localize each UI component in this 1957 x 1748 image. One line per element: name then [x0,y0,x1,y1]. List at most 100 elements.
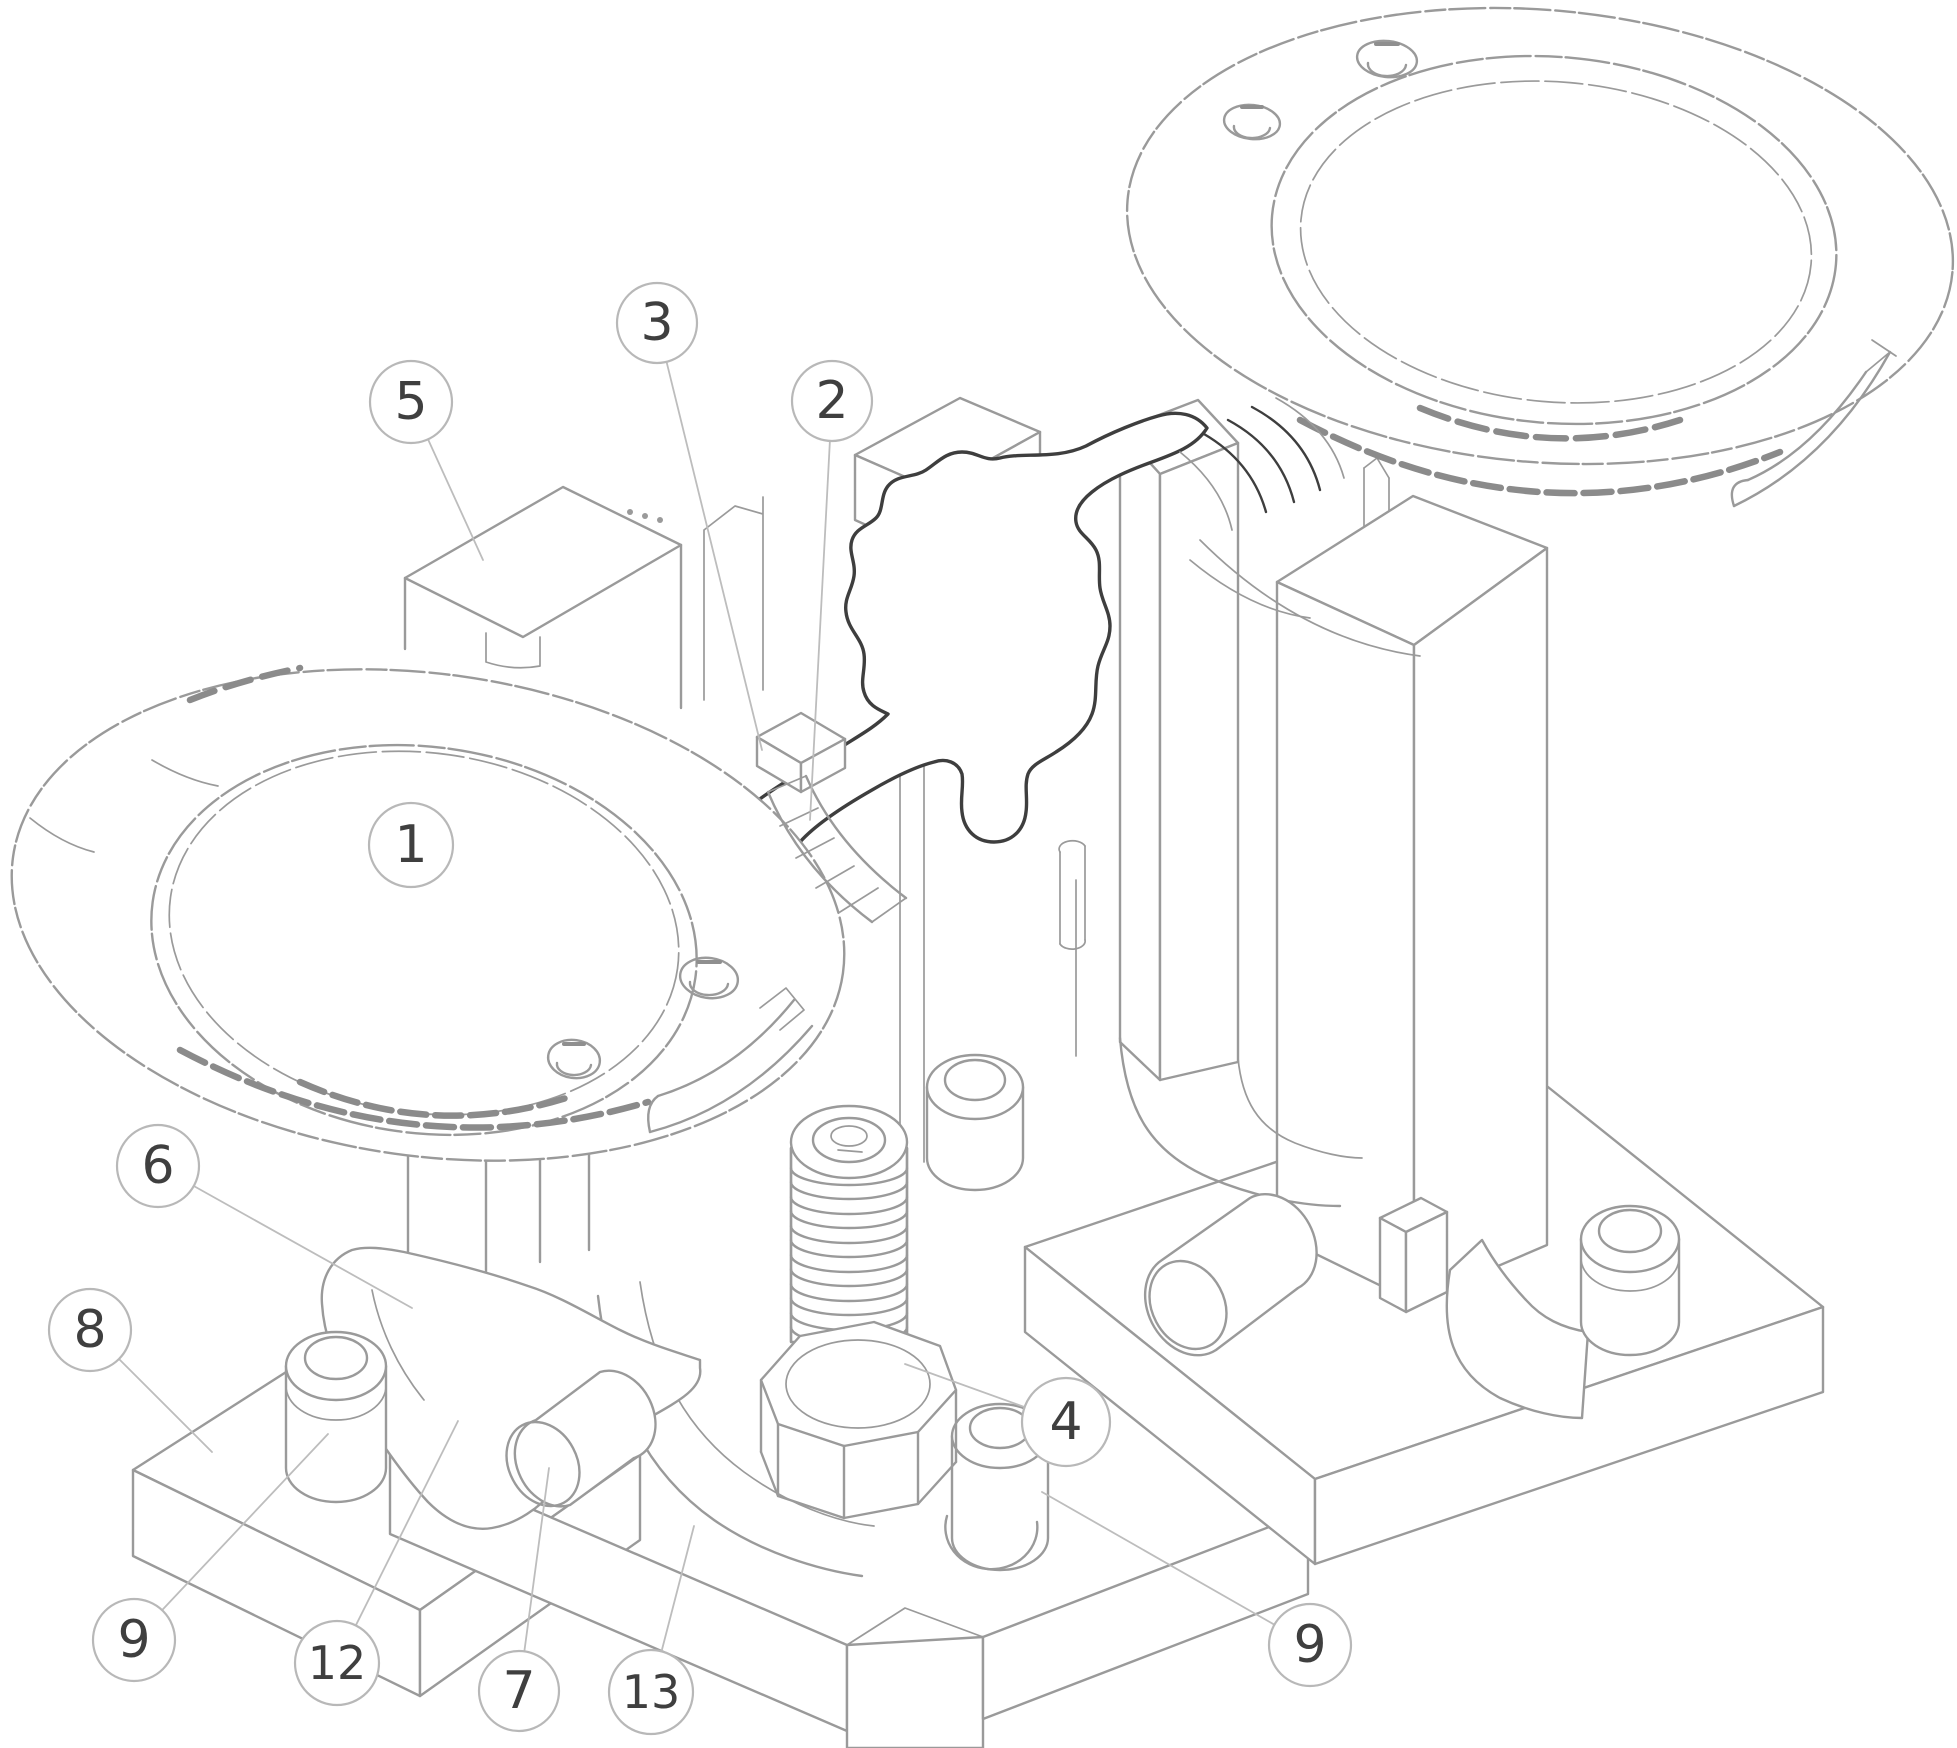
counterbored-hole [1222,103,1282,141]
leader-line-9 [1041,1491,1276,1626]
rim-bottom-accent [176,1046,652,1131]
callout-number-8: 8 [73,1300,106,1360]
leader-line-5 [427,438,484,561]
callout-bubble-8 [47,1287,133,1373]
tooth-lines [767,775,907,923]
left-plate-pin-line [285,1385,387,1421]
plate-front-right-face [1313,1305,1825,1566]
nut-bottom [759,1450,958,1520]
outer-rim [10,668,846,1162]
callout-6: 6 [115,1123,413,1309]
rim-bottom-accent [1296,416,1784,497]
thread-crests-line [789,1180,909,1201]
center-column [1058,398,1240,1082]
hex-nut [759,1320,958,1520]
right-column-foot [1445,1238,1590,1420]
left-support-block-line [627,509,633,515]
tooth-band-inner [804,774,908,900]
callout-1: 1 [367,801,455,889]
plate-tongue-top-edge [846,1607,984,1646]
rim-top-accent [186,664,304,704]
thread-crests-line [789,1282,909,1303]
left-plate-pin-line [284,1330,388,1402]
center-column-foot [1118,1036,1342,1208]
thread-crests-line [789,1195,909,1216]
flex-spring-coils-line [1250,405,1322,492]
callout-number-7: 7 [502,1661,535,1721]
callout-number-1: 1 [394,815,427,875]
side-pin-right-line [1148,1259,1228,1351]
right-plate-pin-line [1597,1208,1663,1254]
side-pin-left-line [513,1369,657,1508]
thread-crests [789,1166,909,1346]
callout-bubble-6 [115,1123,201,1209]
flex-spring-coils-line [1189,559,1311,619]
clamp-feet [596,1036,1590,1578]
callout-bubble-7 [477,1649,561,1733]
rim-notch-slot-line [648,1024,814,1134]
plate-hole-arc [944,1514,1039,1571]
rim-notch-slot [1730,339,1897,508]
rear-stop-pin [925,1053,1025,1192]
counterbored-hole [678,956,740,1000]
thread-crests-line [789,1253,909,1274]
callout-number-2: 2 [815,371,848,431]
nut-chamfer [785,1339,931,1429]
right-plate-pin-line [1580,1257,1680,1292]
front-center-pin-line [950,1434,1050,1572]
side-boss-line [1059,845,1086,945]
thread-crests-line [789,1238,909,1259]
upper-post-edge [703,496,764,701]
leader-line-3 [665,360,763,751]
arm-inner-curve [371,1289,425,1401]
right-plate-bracket [1378,1196,1449,1314]
thread-crests-line [789,1224,909,1245]
thread-crests-line [789,1296,909,1317]
counterbored-hole-line [678,956,740,1000]
rim-notch-slot-line [1746,370,1868,482]
bore-rim [150,743,698,1137]
callout-bubble-4 [1020,1376,1112,1468]
callout-bubble-12 [293,1619,381,1707]
leader-line-7 [523,1467,550,1653]
bore-rim [1270,54,1838,426]
thread-side [789,1146,909,1344]
counterbored-hole-line [555,1061,593,1077]
callout-bubble-3 [615,281,699,365]
callout-number-13: 13 [622,1665,681,1719]
side-pin-right-line [1143,1193,1318,1357]
plate-front-right-face [981,1510,1310,1721]
tooth-band-outer [766,790,874,924]
leader-line-12 [354,1420,459,1627]
leader-line-8 [118,1358,213,1453]
hex-socket [830,1125,868,1147]
left-support-block [403,485,764,710]
side-pin-right [1143,1193,1318,1357]
side-boss-line [1058,839,1086,950]
bore-bottom-accent [1416,404,1684,442]
flex-spring-coils-line [1199,539,1421,657]
edge-notch [29,817,95,853]
counterbored-hole-line [1232,124,1272,140]
column-side-face [1158,441,1240,1082]
callout-9-11: 9 [1041,1491,1353,1688]
callout-13: 13 [607,1525,695,1736]
flex-spring-coils-line [1179,451,1233,531]
right-column-assembly [1275,457,1549,1304]
flex-spring-coils-line [1275,397,1345,479]
callout-bubble-2 [790,359,874,443]
rear-stop-pin-line [943,1058,1007,1102]
nut-edges [759,1378,958,1520]
edge-notch [151,759,219,787]
callout-3: 3 [615,281,763,751]
block-notch [485,632,541,669]
counterbored-hole-line [688,980,730,997]
thread-crests-line [789,1166,909,1187]
clamp-bolt [759,1104,958,1520]
block-top-face [403,485,683,639]
callout-8: 8 [47,1287,213,1453]
flex-spring-coils-line [1226,418,1296,504]
